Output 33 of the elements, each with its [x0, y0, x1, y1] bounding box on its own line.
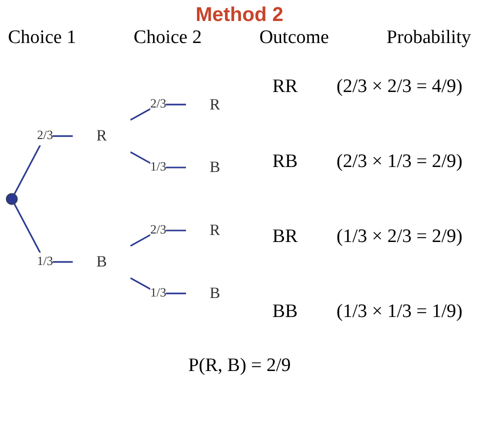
- title: Method 2: [194, 4, 284, 27]
- node-text: B: [210, 284, 220, 302]
- edge-label: 2/3: [150, 97, 166, 111]
- result-formula: P(R, B) = 2/9: [188, 355, 291, 376]
- node-text: R: [210, 96, 220, 114]
- outcome-label: RB: [271, 150, 299, 172]
- edge-label: 1/3: [150, 286, 166, 300]
- column-header: Choice 1: [8, 27, 76, 49]
- edge-label: 2/3: [36, 128, 54, 142]
- node-text: B: [96, 253, 107, 271]
- column-header: Choice 2: [134, 27, 202, 49]
- column-header: Probability: [386, 27, 471, 49]
- probability-formula: (2/3 × 2/3 = 4/9): [336, 76, 464, 98]
- column-header: Outcome: [259, 27, 329, 49]
- connector: [130, 104, 186, 121]
- edge-label: 2/3: [150, 223, 166, 237]
- connector: [130, 277, 186, 294]
- connector: [130, 151, 186, 168]
- probability-formula: (1/3 × 1/3 = 1/9): [336, 300, 464, 322]
- probability-formula: (1/3 × 2/3 = 2/9): [336, 226, 464, 248]
- outcome-label: BR: [271, 226, 299, 248]
- edge-label: 1/3: [150, 160, 166, 174]
- probability-formula: (2/3 × 1/3 = 2/9): [336, 150, 464, 172]
- connector: [130, 230, 186, 247]
- connector: [14, 135, 73, 194]
- node-text: B: [210, 158, 220, 176]
- connector: [14, 204, 73, 263]
- edge-label: 1/3: [36, 254, 54, 268]
- node-text: R: [96, 127, 107, 145]
- node-text: R: [210, 222, 220, 240]
- outcome-label: BB: [271, 300, 299, 322]
- node-point: [6, 193, 18, 205]
- outcome-label: RR: [271, 76, 299, 98]
